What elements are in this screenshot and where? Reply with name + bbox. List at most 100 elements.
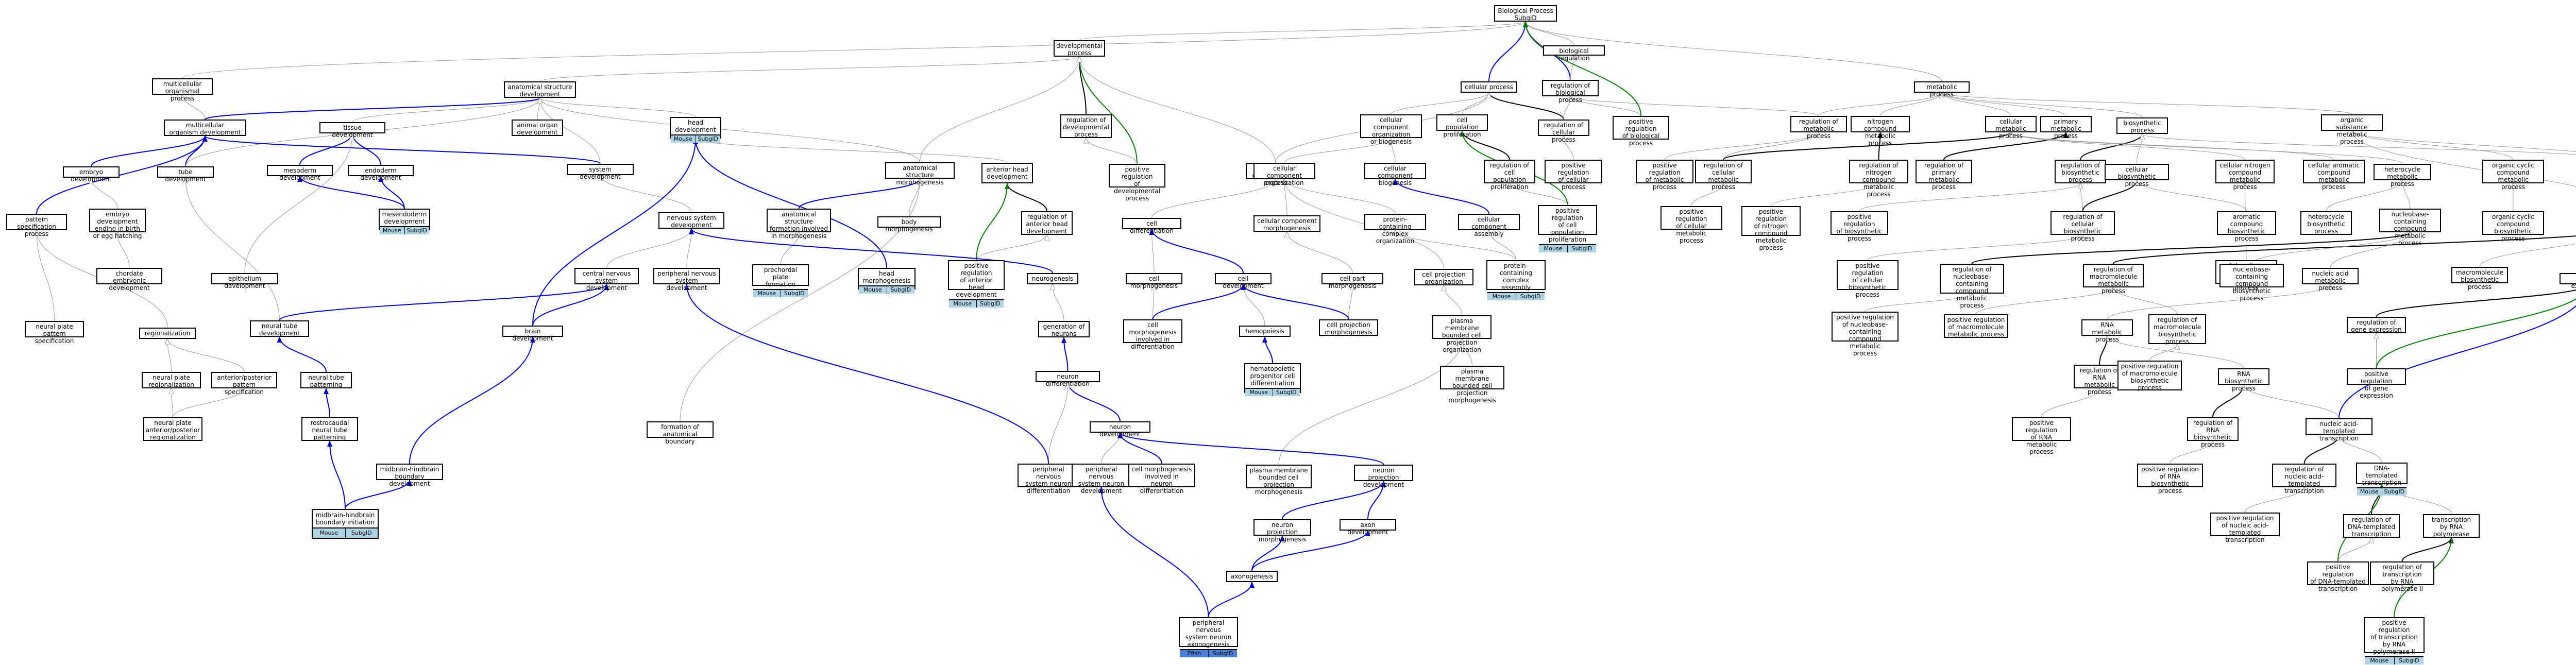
go-term-node[interactable]: anatomical structure development <box>504 81 576 98</box>
go-term-node[interactable]: embryo development <box>63 166 120 183</box>
go-term-node[interactable]: positive regulation of cellular biosynth… <box>1837 260 1899 298</box>
go-term-node[interactable]: brain development <box>502 326 563 342</box>
go-term-node[interactable]: cell population proliferation <box>1436 114 1488 138</box>
go-term-node[interactable]: nervous system development <box>658 212 724 229</box>
species-badge[interactable]: Mouse <box>2365 657 2395 664</box>
go-term-node[interactable]: positive regulation of cell population p… <box>1538 205 1597 252</box>
go-term-node[interactable]: positive regulation of biological proces… <box>1613 116 1669 147</box>
go-term-node[interactable]: cell morphogenesis involved in different… <box>1123 319 1182 350</box>
go-term-node[interactable]: hemopoiesis <box>1239 326 1291 337</box>
go-term-node[interactable]: positive regulation of transcription by … <box>2364 617 2425 664</box>
go-term-node[interactable]: regulation of primary metabolic process <box>1916 160 1972 191</box>
go-term-node[interactable]: heterocycle biosynthetic process <box>2300 211 2352 235</box>
go-term-node[interactable]: plasma membrane bounded cell projection … <box>1246 465 1312 496</box>
species-badge[interactable]: SubgID <box>1568 245 1596 252</box>
go-term-node[interactable]: neuron differentiation <box>1036 371 1100 387</box>
go-term-node[interactable]: transcription by RNA polymerase II <box>2423 514 2480 545</box>
species-badge[interactable]: SubgID <box>781 290 808 297</box>
species-badge[interactable]: Mouse <box>1487 293 1516 300</box>
go-term-node[interactable]: regulation of RNA biosynthetic process <box>2187 417 2239 448</box>
go-term-node[interactable]: formation of anatomical boundary <box>647 421 714 445</box>
go-term-node[interactable]: nucleobase-containing compound metabolic… <box>2379 209 2441 247</box>
species-badge[interactable]: Mouse <box>313 528 346 538</box>
go-term-node[interactable]: regulation of RNA metabolic process <box>2074 365 2125 396</box>
go-term-node[interactable]: embryo development ending in birth or eg… <box>89 209 146 240</box>
go-term-node[interactable]: cellular aromatic compound metabolic pro… <box>2303 160 2365 191</box>
go-term-node[interactable]: anterior head development <box>981 163 1033 183</box>
go-term-node[interactable]: positive regulation of nucleic acid-temp… <box>2210 513 2280 543</box>
go-term-node[interactable]: neural plate pattern specification <box>25 321 84 345</box>
go-term-node[interactable]: anterior/posterior pattern specification <box>211 372 277 396</box>
go-term-node[interactable]: biological regulation <box>1543 45 1605 62</box>
go-term-node[interactable]: cellular process <box>1461 81 1517 93</box>
go-term-node[interactable]: cellular component assembly <box>1458 214 1520 237</box>
go-term-node[interactable]: regulation of cell population proliferat… <box>1484 160 1535 191</box>
go-term-node[interactable]: positive regulation of developmental pro… <box>1109 164 1165 202</box>
go-term-node[interactable]: positive regulation of anterior head dev… <box>948 260 1005 308</box>
go-term-node[interactable]: cellular component organization <box>1253 163 1315 186</box>
go-term-node[interactable]: regulation of developmental process <box>1060 114 1112 138</box>
go-term-node[interactable]: regulation of DNA-templated transcriptio… <box>2343 514 2400 538</box>
go-term-node[interactable]: regulation of cellular metabolic process <box>1695 160 1752 191</box>
go-term-node[interactable]: neural plate anterior/posterior regional… <box>143 417 202 441</box>
go-term-node[interactable]: mesoderm development <box>267 165 333 181</box>
go-term-node[interactable]: regulation of cellular process <box>1538 120 1589 143</box>
go-term-node[interactable]: cell morphogenesis <box>1126 273 1182 289</box>
go-term-node[interactable]: positive regulation of gene expression <box>2347 368 2406 399</box>
go-term-node[interactable]: neuron projection development <box>1354 465 1413 488</box>
go-term-node[interactable]: axon development <box>1340 519 1396 536</box>
go-term-node[interactable]: positive regulation of macromolecule bio… <box>2117 361 2182 391</box>
go-term-node[interactable]: nitrogen compound metabolic process <box>1851 116 1910 147</box>
go-term-node[interactable]: macromolecule biosynthetic process <box>2451 267 2508 291</box>
go-term-node[interactable]: cell part morphogenesis <box>1321 273 1383 289</box>
species-badge[interactable]: SubgID <box>2394 657 2424 664</box>
go-term-node[interactable]: multicellular organism development <box>164 120 246 136</box>
go-term-node[interactable]: tube development <box>157 166 214 183</box>
species-badge[interactable]: Mouse <box>380 227 405 234</box>
go-term-node[interactable]: chordate embryonic development <box>96 268 162 292</box>
go-term-node[interactable]: positive regulation of cellular metaboli… <box>1660 206 1722 244</box>
go-term-node[interactable]: regionalization <box>139 328 196 339</box>
go-term-node[interactable]: regulation of macromolecule metabolic pr… <box>2083 264 2144 295</box>
species-badge[interactable]: SubgID <box>1516 293 1545 300</box>
go-term-node[interactable]: peripheral nervous system development <box>653 268 720 292</box>
go-term-node[interactable]: regulation of nucleobase-containing comp… <box>1940 264 2004 309</box>
species-badge[interactable]: Mouse <box>2357 488 2382 496</box>
go-term-node[interactable]: endoderm development <box>348 165 414 181</box>
go-term-node[interactable]: neurogenesis <box>1027 273 1078 284</box>
go-term-node[interactable]: epithelium development <box>211 273 278 289</box>
species-badge[interactable]: SubgID <box>696 135 720 143</box>
go-term-node[interactable]: organic substance metabolic process <box>2321 114 2383 145</box>
go-term-node[interactable]: cellular component organization or bioge… <box>1360 114 1422 145</box>
go-term-node[interactable]: regulation of macromolecule biosynthetic… <box>2148 314 2206 345</box>
go-term-node[interactable]: regulation of nucleic acid-templated tra… <box>2272 464 2336 495</box>
species-badge[interactable]: Mouse <box>1539 245 1568 252</box>
go-term-node[interactable]: cell projection morphogenesis <box>1319 319 1378 336</box>
go-term-node[interactable]: organic cyclic compound metabolic proces… <box>2482 160 2544 191</box>
species-badge[interactable]: Zfish <box>1180 650 1209 657</box>
go-term-node[interactable]: Biological Process SubgID <box>1494 5 1557 22</box>
go-term-node[interactable]: regulation of transcription by RNA polym… <box>2370 561 2434 592</box>
go-term-node[interactable]: positive regulation of biosynthetic proc… <box>1831 211 1888 242</box>
go-term-node[interactable]: tissue development <box>319 122 385 139</box>
go-term-node[interactable]: positive regulation of metabolic process <box>1636 160 1693 191</box>
go-term-node[interactable]: protein-containing complex organization <box>1364 214 1426 245</box>
species-badge[interactable]: SubgID <box>345 528 378 538</box>
go-term-node[interactable]: plasma membrane bounded cell projection … <box>1432 315 1492 353</box>
go-term-node[interactable]: neuron projection morphogenesis <box>1253 519 1311 543</box>
go-term-node[interactable]: primary metabolic process <box>2040 116 2092 140</box>
go-term-node[interactable]: cell projection organization <box>1414 269 1473 285</box>
go-term-node[interactable]: axonogenesis <box>1226 571 1278 582</box>
go-term-node[interactable]: cellular component biogenesis <box>1364 163 1426 186</box>
go-term-node[interactable]: positive regulation of RNA metabolic pro… <box>2012 417 2071 455</box>
go-term-node[interactable]: organic cyclic compound biosynthetic pro… <box>2482 211 2544 242</box>
go-term-node[interactable]: cell development <box>1215 273 1272 289</box>
go-term-node[interactable]: regulation of nitrogen compound metaboli… <box>1849 160 1908 198</box>
go-term-node[interactable]: metabolic process <box>1914 81 1970 98</box>
go-term-node[interactable]: regulation of metabolic process <box>1790 116 1847 140</box>
species-badge[interactable]: Mouse <box>753 290 781 297</box>
go-term-node[interactable]: biosynthetic process <box>2116 117 2168 134</box>
